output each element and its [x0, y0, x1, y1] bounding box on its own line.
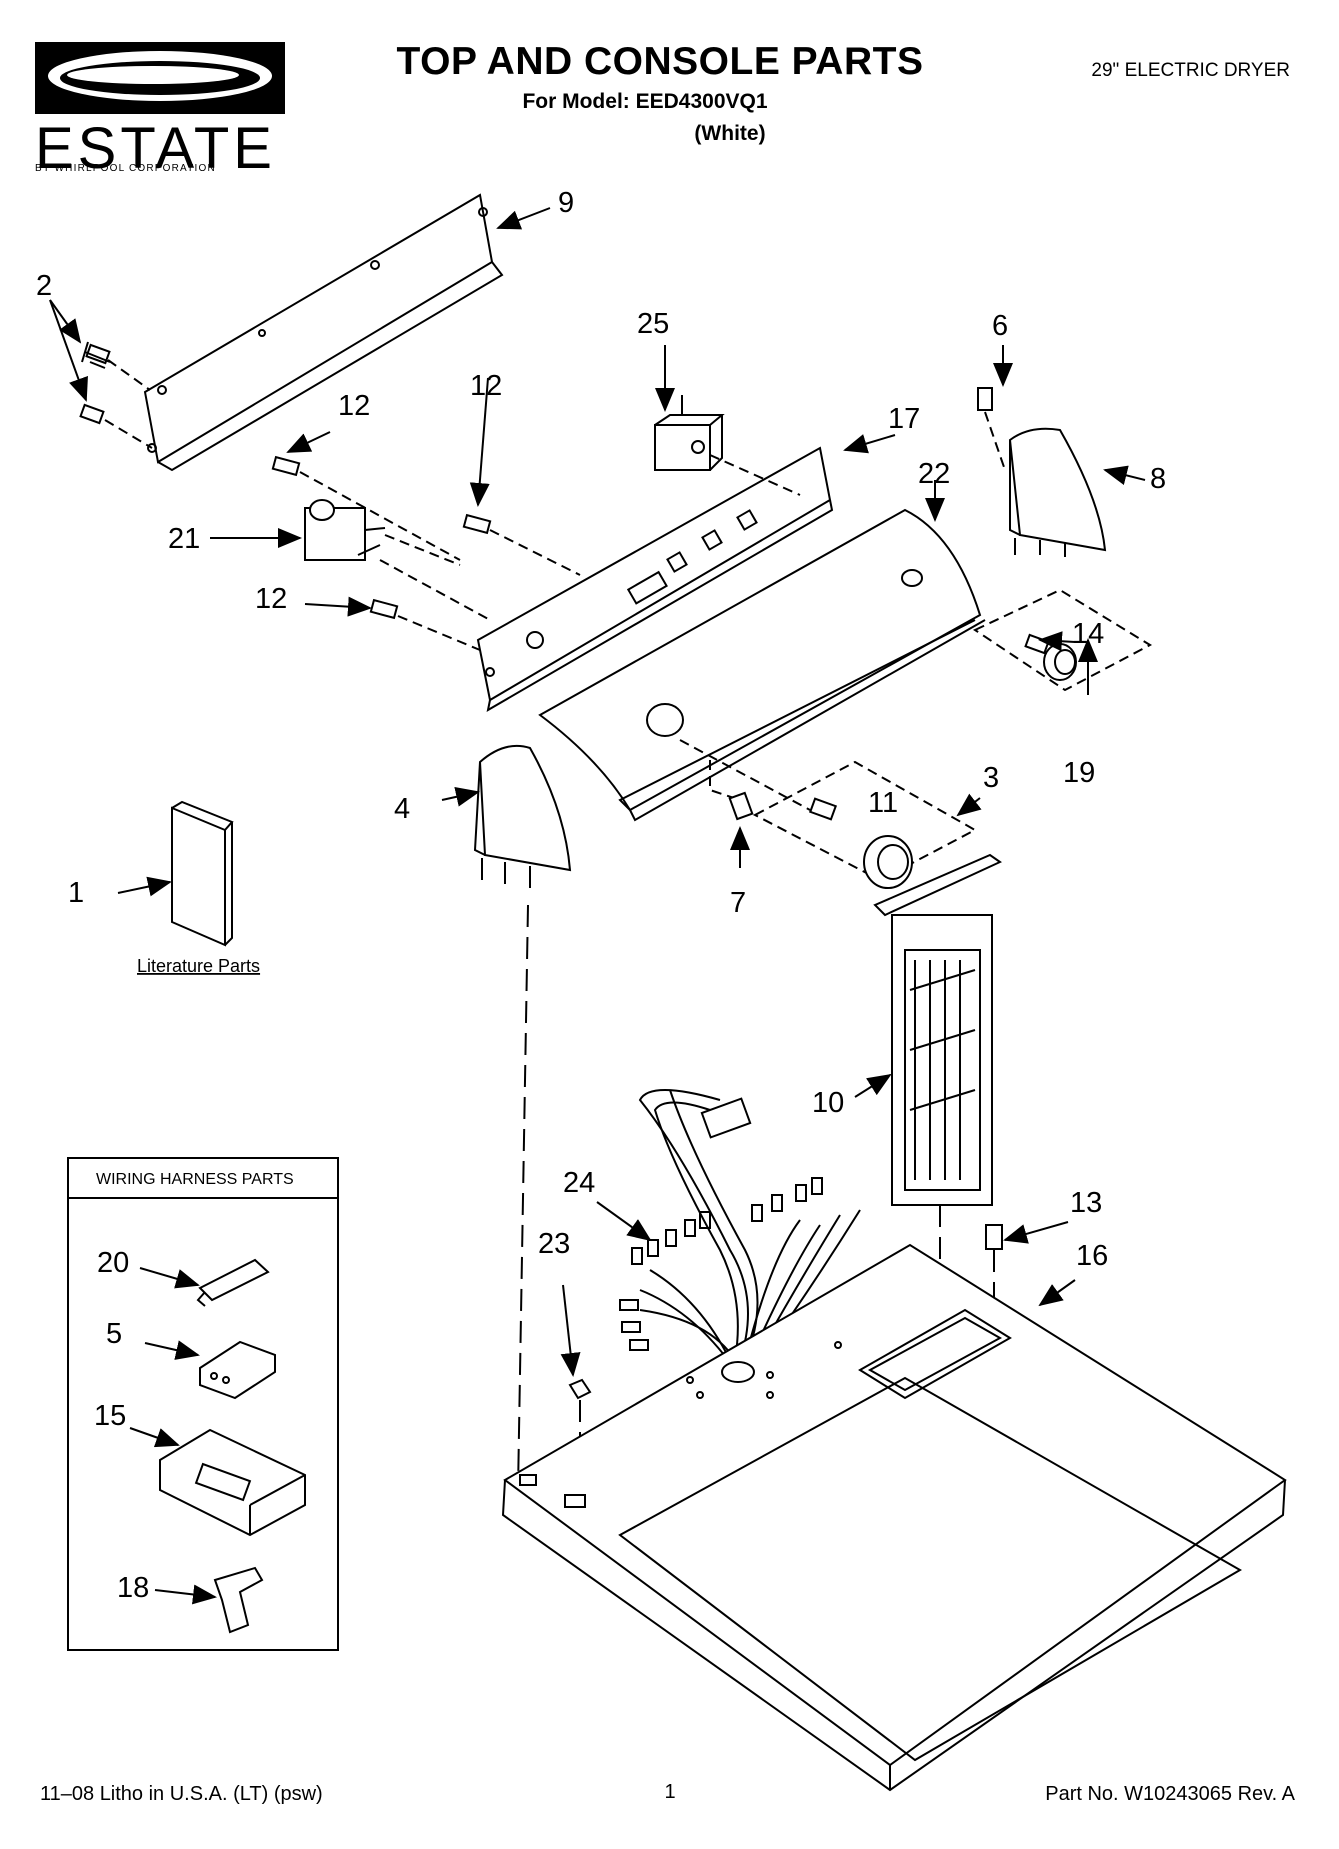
callout-16: 16 — [1076, 1240, 1108, 1272]
part-2-screws — [79, 341, 111, 425]
part-17-console-bracket — [476, 446, 834, 712]
brand-name: ESTATE — [35, 116, 276, 181]
callout-11: 11 — [868, 787, 898, 819]
part-23-clip — [568, 1378, 592, 1400]
callout-3: 3 — [983, 762, 999, 794]
callout-25: 25 — [637, 308, 669, 340]
callout-2: 2 — [36, 270, 52, 302]
part-7-screw — [728, 791, 754, 821]
part-15-block-connector — [159, 1428, 306, 1537]
part-6-screw — [977, 387, 993, 411]
wiring-harness-title: WIRING HARNESS PARTS — [96, 1171, 294, 1188]
part-1-literature — [171, 800, 234, 947]
callout-15: 15 — [94, 1400, 126, 1432]
part-8-right-endcap — [1008, 427, 1107, 557]
part-18-clip — [213, 1566, 264, 1634]
part-24-wiring-harness — [619, 1089, 861, 1361]
product-type: 29" ELECTRIC DRYER — [1091, 60, 1290, 81]
part-12-screws — [271, 455, 492, 620]
part-3-knob-group — [752, 760, 978, 889]
callout-24: 24 — [563, 1167, 595, 1199]
print-info: 11–08 Litho in U.S.A. (LT) (psw) — [40, 1783, 323, 1805]
callout-18: 18 — [117, 1572, 149, 1604]
brand-subtitle: BY WHIRLPOOL CORPORATION — [35, 163, 216, 174]
part-19-knob-group — [972, 588, 1153, 692]
part-4-left-endcap — [473, 744, 572, 888]
callout-17: 17 — [888, 403, 920, 435]
estate-logo: ESTATE BY WHIRLPOOL CORPORATION — [35, 42, 285, 181]
page-title: TOP AND CONSOLE PARTS — [396, 40, 924, 83]
callout-12-b: 12 — [470, 370, 502, 402]
part-number: Part No. W10243065 Rev. A — [1045, 1783, 1295, 1805]
callout-7: 7 — [730, 887, 746, 919]
callout-21: 21 — [168, 523, 200, 555]
callout-10: 10 — [812, 1087, 844, 1119]
callout-5: 5 — [106, 1318, 122, 1350]
literature-parts-label: Literature Parts — [137, 956, 260, 976]
color-line: (White) — [694, 122, 766, 145]
callout-6: 6 — [992, 310, 1008, 342]
model-line: For Model: EED4300VQ1 — [522, 90, 768, 113]
callout-4: 4 — [394, 793, 410, 825]
wiring-harness-box — [67, 1157, 339, 1651]
part-5-connector — [199, 1340, 276, 1400]
callout-20: 20 — [97, 1247, 129, 1279]
part-16-top-panel — [501, 1243, 1287, 1792]
callout-12-c: 12 — [255, 583, 287, 615]
part-20-terminal — [196, 1258, 270, 1307]
part-22-console — [538, 508, 986, 822]
callout-22: 22 — [918, 458, 950, 490]
callout-14: 14 — [1072, 618, 1104, 650]
callout-1: 1 — [68, 877, 84, 909]
callout-9: 9 — [558, 187, 574, 219]
callout-8: 8 — [1150, 463, 1166, 495]
brand-swoosh-icon — [35, 42, 285, 114]
callout-19: 19 — [1063, 757, 1095, 789]
part-13-screw — [985, 1224, 1003, 1250]
callout-23: 23 — [538, 1228, 570, 1260]
callout-13: 13 — [1070, 1187, 1102, 1219]
part-21-switch — [304, 499, 386, 561]
part-9-console-back-panel — [143, 193, 504, 472]
callout-12-a: 12 — [338, 390, 370, 422]
part-10-lint-screen — [873, 853, 1003, 1206]
page-number: 1 — [664, 1781, 676, 1803]
part-25-timer — [654, 395, 725, 471]
